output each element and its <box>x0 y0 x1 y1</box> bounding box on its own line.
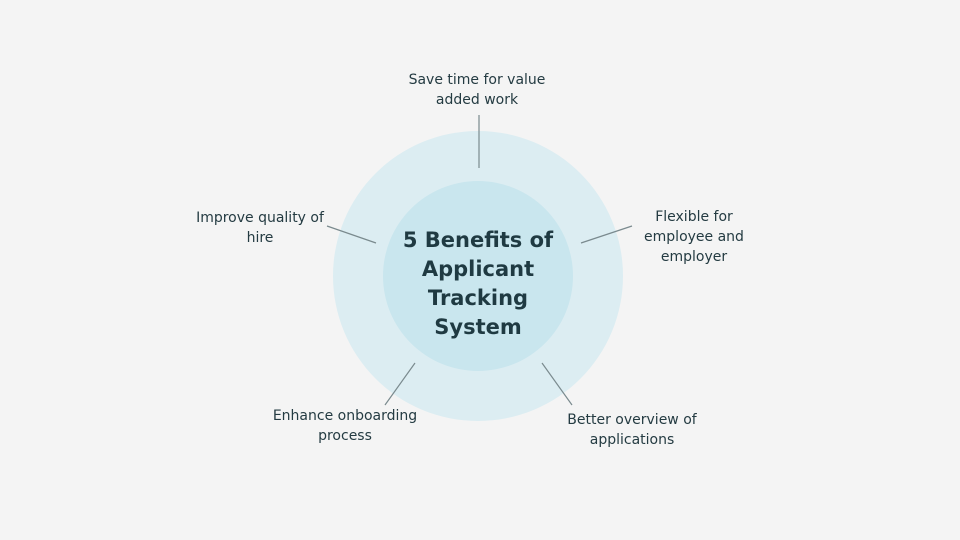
connector-line-bottom-left <box>384 362 416 406</box>
benefit-label-flexible: Flexible for employee and employer <box>644 209 744 265</box>
benefit-label-quality: Improve quality of hire <box>196 210 324 246</box>
benefit-label-save-time: Save time for value added work <box>408 72 546 108</box>
inner-circle <box>383 181 573 371</box>
benefit-label-onboarding: Enhance onboarding process <box>272 408 418 444</box>
connector-line-bottom-right <box>541 362 573 406</box>
connector-line-left <box>326 225 377 244</box>
connector-line-right <box>580 225 633 244</box>
diagram-title: 5 Benefits of Applicant Tracking System <box>402 228 554 339</box>
benefit-label-overview: Better overview of applications <box>567 412 697 448</box>
